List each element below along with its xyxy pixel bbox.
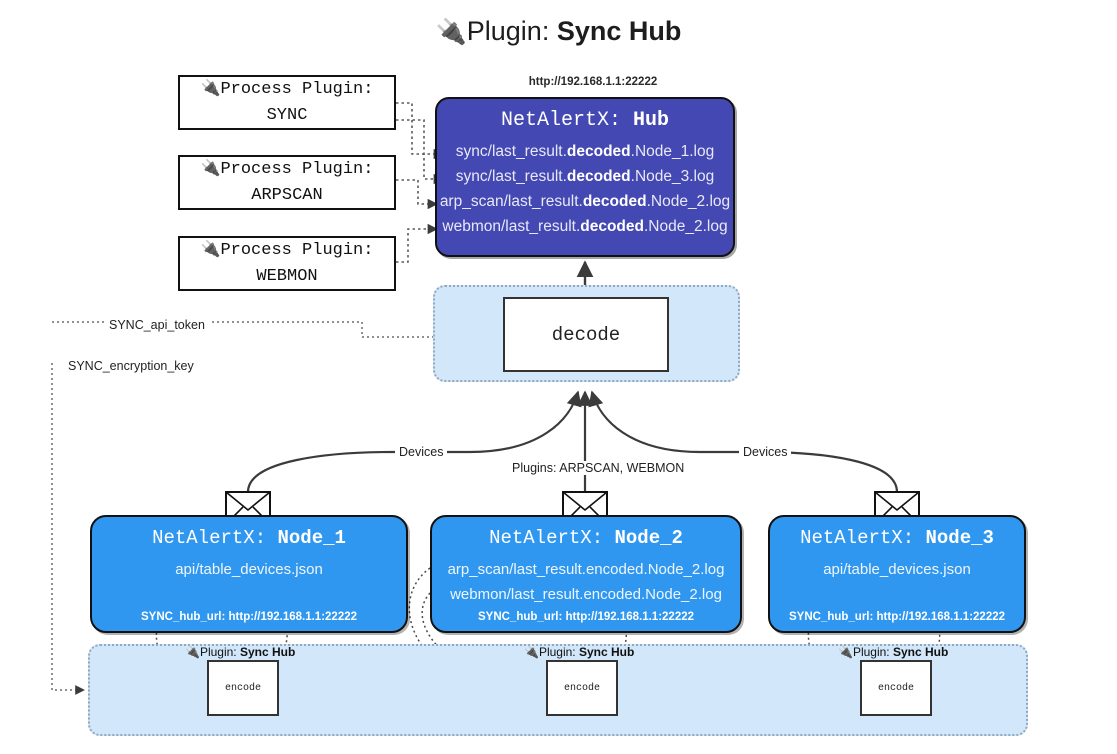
hub-log-list: sync/last_result.decoded.Node_1.log sync…: [437, 139, 733, 239]
node-hub-url: SYNC_hub_url: http://192.168.1.1:22222: [140, 611, 358, 623]
encode-box-2[interactable]: encode: [546, 660, 618, 716]
process-plugin-label: Process Plugin:: [220, 80, 374, 99]
encode-plugin-name: Sync Hub: [578, 645, 635, 659]
node-title: NetAlertX: Node_3: [770, 527, 1024, 549]
edge-node1-devices-to-decode: [246, 390, 582, 493]
node-line-list: api/table_devices.json: [770, 557, 1024, 582]
electric-plug-icon: 🔌: [524, 645, 539, 659]
electric-plug-icon: 🔌: [185, 645, 200, 659]
electric-plug-icon: 🔌: [838, 645, 853, 659]
node-line-list: arp_scan/last_result.encoded.Node_2.log …: [432, 557, 740, 607]
edge-encryption-key-to-encode-zone: [51, 363, 85, 695]
electric-plug-icon: 🔌: [200, 160, 221, 177]
hub-log-post: .Node_2.log: [643, 218, 728, 235]
node-title: NetAlertX: Node_2: [432, 527, 740, 549]
edge-webmon-to-hublog4: [396, 223, 439, 263]
node-line: arp_scan/last_result.encoded.Node_2.log: [447, 561, 725, 578]
process-plugin-box-arpscan[interactable]: 🔌Process Plugin: ARPSCAN: [178, 155, 396, 210]
process-plugin-label: Process Plugin:: [220, 241, 374, 260]
encode-plugin-name: Sync Hub: [892, 645, 949, 659]
hub-url-label: http://192.168.1.1:22222: [528, 76, 658, 88]
electric-plug-icon: 🔌: [435, 18, 467, 46]
hub-log-pre: webmon/last_result.: [442, 218, 581, 235]
page-title: 🔌Plugin: Sync Hub: [0, 16, 1117, 47]
page-title-prefix: Plugin:: [466, 16, 557, 46]
node-line: api/table_devices.json: [823, 561, 971, 578]
encode-plugin-label-3: 🔌Plugin: Sync Hub: [838, 645, 948, 659]
encode-plugin-prefix: Plugin:: [852, 645, 893, 659]
page-title-name: Sync Hub: [556, 16, 682, 46]
node-title-name: Node_2: [614, 527, 683, 549]
process-plugin-name: SYNC: [266, 106, 308, 125]
process-plugin-box-sync[interactable]: 🔌Process Plugin: SYNC: [178, 75, 396, 130]
hub-log-item: arp_scan/last_result.decoded.Node_2.log: [437, 189, 733, 214]
hub-log-pre: arp_scan/last_result.: [439, 193, 583, 210]
encode-box-1[interactable]: encode: [207, 660, 279, 716]
node-line-list: api/table_devices.json: [92, 557, 406, 582]
hub-log-post: .Node_3.log: [630, 168, 715, 185]
encode-plugin-name: Sync Hub: [239, 645, 296, 659]
node-line: webmon/last_result.encoded.Node_2.log: [450, 586, 722, 603]
hub-log-post: .Node_2.log: [646, 193, 731, 210]
hub-title: NetAlertX: Hub: [437, 109, 733, 132]
hub-title-prefix: NetAlertX:: [500, 109, 633, 132]
process-plugin-name: ARPSCAN: [251, 186, 323, 205]
hub-log-item: sync/last_result.decoded.Node_3.log: [437, 164, 733, 189]
node-title-name: Node_3: [925, 527, 994, 549]
node-title-prefix: NetAlertX:: [152, 527, 278, 549]
edge-node3-devices-to-decode: [588, 390, 899, 493]
label-sync-api-token: SYNC_api_token: [105, 318, 209, 332]
edge-arpscan-to-hublog3: [396, 179, 439, 210]
label-plugins: Plugins: ARPSCAN, WEBMON: [508, 461, 689, 475]
hub-log-pre: sync/last_result.: [455, 168, 567, 185]
encode-plugin-label-2: 🔌Plugin: Sync Hub: [524, 645, 634, 659]
node-box-node-3[interactable]: NetAlertX: Node_3 api/table_devices.json…: [768, 515, 1026, 633]
label-devices-right: Devices: [739, 445, 792, 459]
node-title: NetAlertX: Node_1: [92, 527, 406, 549]
process-plugin-name: WEBMON: [256, 267, 318, 286]
hub-title-name: Hub: [633, 109, 670, 132]
node-title-name: Node_1: [277, 527, 346, 549]
electric-plug-icon: 🔌: [200, 241, 221, 258]
decode-box[interactable]: decode: [503, 297, 669, 372]
node-title-prefix: NetAlertX:: [489, 527, 615, 549]
encode-plugin-label-1: 🔌Plugin: Sync Hub: [185, 645, 295, 659]
hub-log-item: sync/last_result.decoded.Node_1.log: [437, 139, 733, 164]
node-box-node-2[interactable]: NetAlertX: Node_2 arp_scan/last_result.e…: [430, 515, 742, 633]
label-devices-left: Devices: [395, 445, 448, 459]
node-box-node-1[interactable]: NetAlertX: Node_1 api/table_devices.json…: [90, 515, 408, 633]
hub-log-item: webmon/last_result.decoded.Node_2.log: [437, 214, 733, 239]
hub-log-mid: decoded: [582, 193, 647, 210]
node-line: api/table_devices.json: [175, 561, 323, 578]
hub-node[interactable]: NetAlertX: Hub sync/last_result.decoded.…: [435, 97, 735, 257]
node-title-prefix: NetAlertX:: [800, 527, 926, 549]
process-plugin-label: Process Plugin:: [220, 160, 374, 179]
process-plugin-box-webmon[interactable]: 🔌Process Plugin: WEBMON: [178, 236, 396, 291]
encode-box-3[interactable]: encode: [860, 660, 932, 716]
encode-plugin-prefix: Plugin:: [199, 645, 240, 659]
hub-log-pre: sync/last_result.: [455, 143, 567, 160]
node-hub-url: SYNC_hub_url: http://192.168.1.1:22222: [788, 611, 1006, 623]
node-hub-url: SYNC_hub_url: http://192.168.1.1:22222: [477, 611, 695, 623]
label-sync-encryption-key: SYNC_encryption_key: [64, 359, 198, 373]
hub-log-mid: decoded: [566, 143, 631, 160]
electric-plug-icon: 🔌: [200, 80, 221, 97]
hub-log-mid: decoded: [580, 218, 644, 235]
hub-log-mid: decoded: [566, 168, 631, 185]
hub-log-post: .Node_1.log: [630, 143, 715, 160]
encode-plugin-prefix: Plugin:: [538, 645, 579, 659]
